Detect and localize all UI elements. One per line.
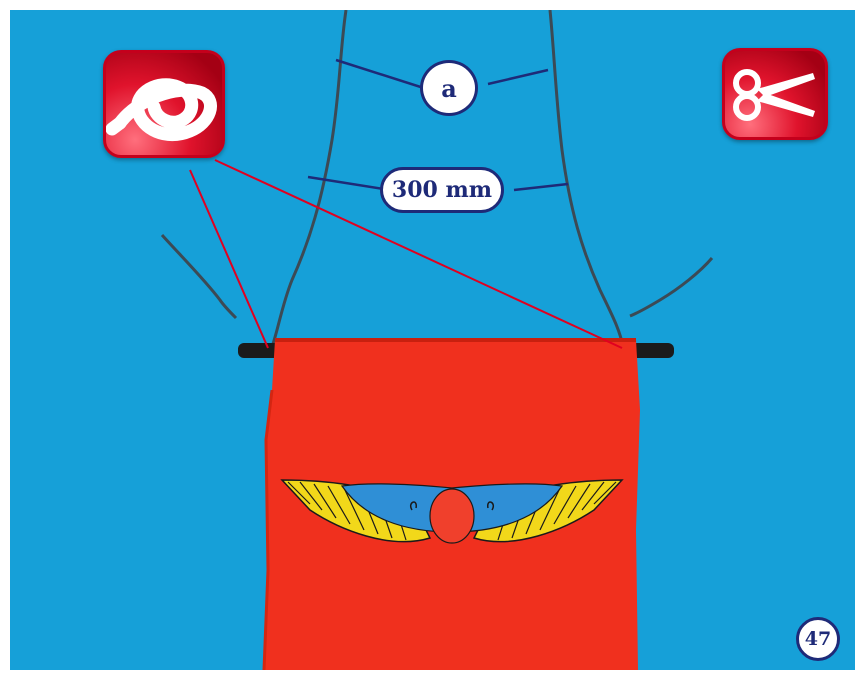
- hanging-string-right: [550, 10, 623, 347]
- dimension-line-a-right: [488, 70, 548, 84]
- scissors-badge: [722, 48, 828, 140]
- dimension-label-300mm: 300 mm: [380, 167, 504, 213]
- hanging-string-left: [272, 10, 346, 347]
- page-number: 47: [796, 617, 840, 661]
- scissors-icon: [725, 51, 825, 137]
- knot-icon: [106, 53, 222, 155]
- dimension-line-a-left: [336, 60, 430, 90]
- knot-badge: [103, 50, 225, 158]
- string-end-right: [630, 258, 712, 316]
- dimension-line-300-right: [514, 184, 568, 190]
- dimension-line-300-left: [308, 177, 390, 190]
- pointer-line-left: [190, 170, 268, 348]
- dimension-label-a: a: [420, 60, 478, 116]
